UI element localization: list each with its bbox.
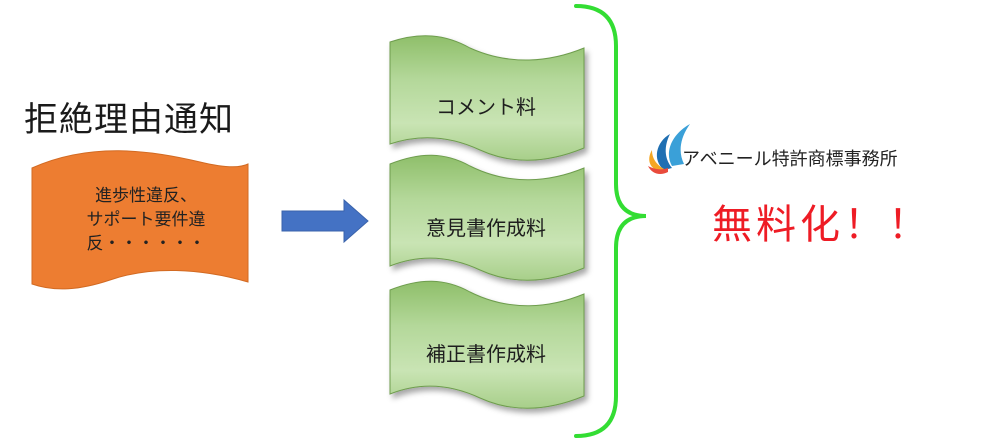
fee-banner-1 — [389, 35, 585, 161]
fee-banner-2 — [389, 154, 585, 281]
notice-text: 進歩性違反、 サポート要件違 反・・・・・・ — [86, 186, 206, 254]
notice-shape — [31, 150, 249, 290]
fee-label-comment: コメント料 — [436, 95, 536, 119]
page-title: 拒絶理由通知 — [24, 100, 234, 140]
fee-banner-3 — [389, 280, 585, 409]
fee-label-opinion: 意見書作成料 — [426, 216, 546, 240]
fee-label-amendment: 補正書作成料 — [426, 342, 546, 366]
free-text: 無料化！！ — [712, 202, 932, 248]
process-arrow — [281, 198, 369, 244]
curly-brace — [574, 4, 647, 438]
firm-name: アベニール特許商標事務所 — [682, 149, 898, 170]
firm-logo-icon — [648, 124, 690, 174]
